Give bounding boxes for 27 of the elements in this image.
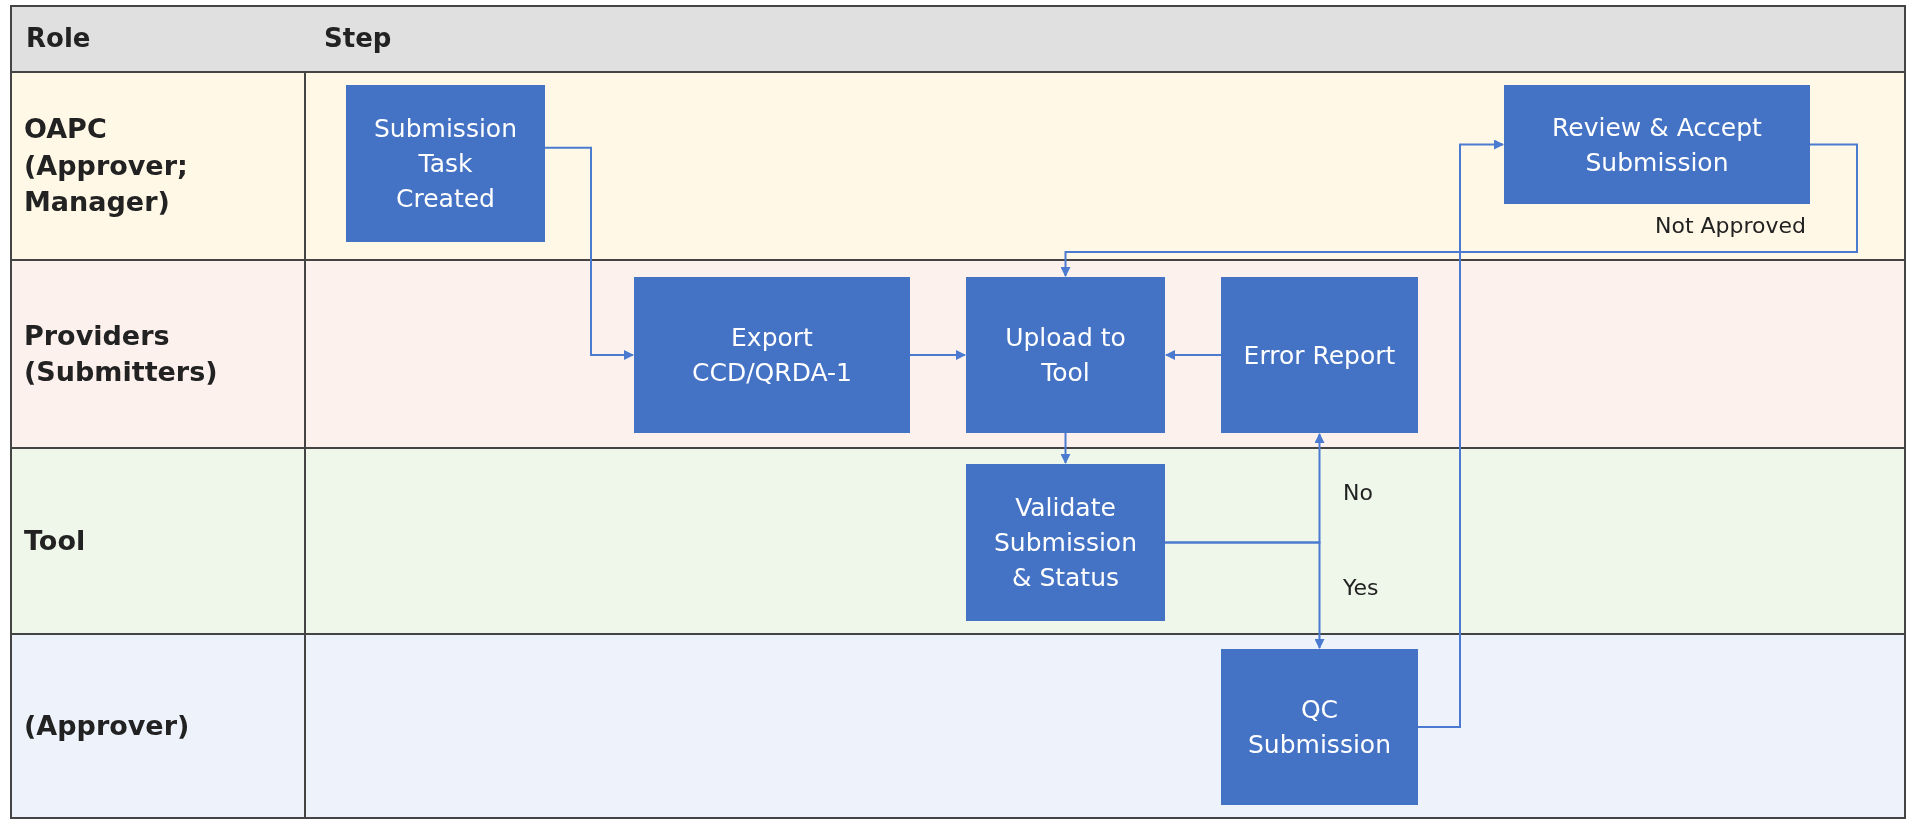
arrow [1164, 541, 1325, 649]
arrow [1060, 432, 1071, 464]
arrow [1165, 350, 1222, 360]
process-box: QC Submission [1221, 649, 1418, 805]
swimlane [10, 73, 1906, 261]
process-box: Validate Submission & Status [966, 464, 1165, 621]
swimlane [10, 261, 1906, 449]
swimlane [10, 635, 1906, 819]
lane-title: Tool [24, 523, 87, 558]
lane-title: (Approver) [24, 708, 191, 743]
process-box: Submission Task Created [346, 85, 545, 242]
swimlane [10, 449, 1906, 635]
process-box: Error Report [1221, 277, 1418, 433]
lane-title: Providers (Submitters) [24, 318, 219, 389]
edge-label: Not Approved [1655, 213, 1807, 238]
arrow [1417, 139, 1504, 728]
column-header: Step [324, 23, 392, 53]
arrow [909, 350, 966, 360]
edge-label: Yes [1343, 575, 1379, 600]
process-box: Review & Accept Submission [1504, 85, 1810, 204]
arrow [544, 146, 634, 360]
arrow [1060, 143, 1858, 277]
column-header: Role [26, 23, 91, 53]
lane-title: OAPC (Approver; Manager) [24, 112, 189, 220]
process-box: Export CCD/QRDA-1 [634, 277, 910, 433]
edge-label: No [1343, 480, 1373, 505]
process-box: Upload to Tool [966, 277, 1165, 433]
